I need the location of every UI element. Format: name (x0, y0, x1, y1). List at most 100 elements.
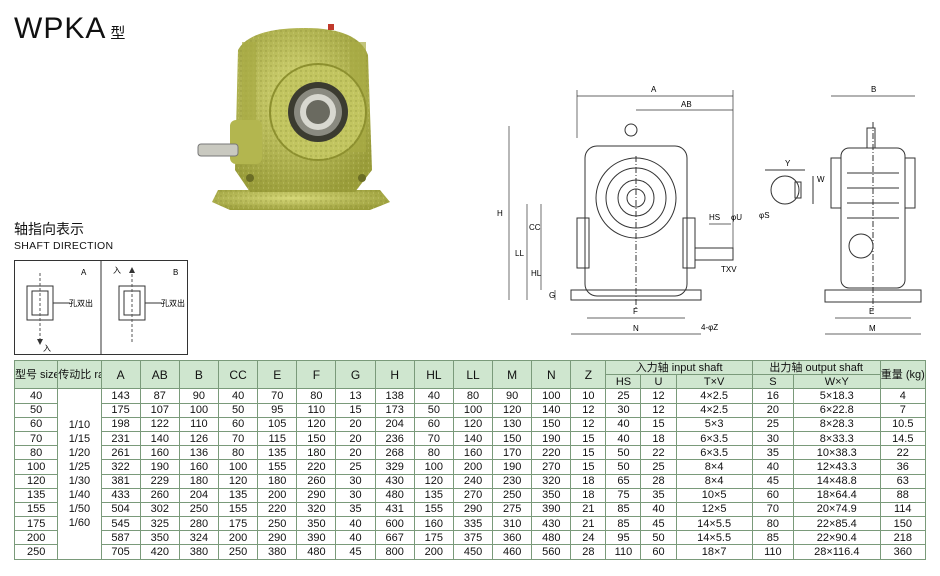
table-cell: 160 (413, 516, 454, 532)
table-cell: 260 (139, 487, 180, 503)
table-cell: 180 (178, 473, 220, 489)
table-cell: 480 (374, 487, 415, 503)
table-cell: 45 (640, 516, 677, 532)
table-cell: 95 (605, 530, 642, 546)
header-ratio: 传动比 ratio (57, 359, 102, 390)
table-cell: 50 (605, 459, 642, 475)
table-cell: 10×38.3 (793, 445, 881, 461)
table-cell: 100 (13, 459, 59, 475)
table-cell: 15 (640, 416, 677, 432)
header-B: B (178, 359, 220, 390)
table-cell: 40 (335, 516, 376, 532)
table-cell: 180 (296, 445, 337, 461)
table-cell: 350 (296, 516, 337, 532)
table-cell: 175 (217, 516, 259, 532)
table-cell: 70 (217, 430, 259, 447)
table-cell: 600 (374, 516, 415, 532)
table-cell: 180 (257, 473, 298, 489)
dim-HL: HL (531, 269, 542, 278)
table-cell: 140 (452, 430, 494, 447)
table-cell: 50 (605, 445, 642, 461)
table-cell: 50 (217, 402, 259, 418)
ratio-value: 1/30 (68, 475, 91, 487)
table-cell: 15 (570, 459, 607, 475)
variant-a-in: 入 (43, 344, 51, 353)
dim-H: H (497, 209, 503, 218)
table-cell: 261 (100, 445, 141, 461)
table-cell: 63 (879, 473, 927, 489)
table-cell: 430 (374, 473, 415, 489)
header-U: U (640, 374, 677, 390)
dim-S: φS (759, 211, 770, 220)
table-cell: 80 (751, 516, 795, 532)
table-cell: 110 (605, 544, 642, 560)
table-cell: 18 (640, 430, 677, 447)
table-cell: 190 (492, 459, 533, 475)
table-cell: 150 (531, 416, 572, 432)
model-name: WPKA (14, 12, 107, 45)
header-TxV: T×V (675, 374, 753, 390)
table-cell: 135 (13, 487, 59, 503)
table-cell: 175 (13, 516, 59, 532)
table-cell: 22 (879, 445, 927, 461)
header-HL: HL (413, 359, 454, 390)
table-cell: 220 (257, 501, 298, 518)
table-cell: 12×43.3 (793, 459, 881, 475)
table-cell: 30 (335, 473, 376, 489)
table-cell: 4×2.5 (675, 402, 753, 418)
variant-b-drawing (118, 267, 162, 343)
table-cell: 14×5.5 (675, 516, 753, 532)
table-cell: 204 (178, 487, 220, 503)
table-cell: 16 (751, 388, 795, 404)
table-cell: 40 (335, 530, 376, 546)
table-cell: 310 (492, 516, 533, 532)
table-cell: 100 (217, 459, 259, 475)
table-cell: 270 (452, 487, 494, 503)
table-cell: 45 (335, 544, 376, 560)
table-cell: 200 (217, 530, 259, 546)
table-cell: 8×4 (675, 459, 753, 475)
shaft-direction-cn: 轴指向表示 (14, 221, 84, 237)
table-cell: 360 (879, 544, 927, 560)
table-cell: 130 (492, 416, 533, 432)
table-cell: 420 (139, 544, 180, 560)
table-cell: 35 (751, 445, 795, 461)
table-cell: 320 (296, 501, 337, 518)
table-cell: 8×4 (675, 473, 753, 489)
dim-Y: Y (785, 159, 791, 168)
table-cell: 250 (178, 501, 220, 518)
table-cell: 143 (100, 388, 141, 404)
table-cell: 381 (100, 473, 141, 489)
header-S: S (751, 374, 795, 390)
table-cell: 380 (257, 544, 298, 560)
header-M: M (492, 359, 533, 390)
table-cell: 28 (570, 544, 607, 560)
table-cell: 290 (452, 501, 494, 518)
table-cell: 90 (492, 388, 533, 404)
table-cell: 290 (296, 487, 337, 503)
table-cell: 85 (605, 516, 642, 532)
table-cell: 36 (879, 459, 927, 475)
table-cell: 4×2.5 (675, 388, 753, 404)
table-cell: 6×3.5 (675, 445, 753, 461)
table-cell: 155 (257, 459, 298, 475)
table-cell: 8×28.3 (793, 416, 881, 432)
table-cell: 80 (296, 388, 337, 404)
table-cell: 12 (570, 402, 607, 418)
spec-table: 型号 size 传动比 ratio A AB B CC E F G H HL L… (13, 359, 927, 560)
table-cell: 160 (139, 445, 180, 461)
table-cell: 200 (13, 530, 59, 546)
table-cell: 230 (492, 473, 533, 489)
variant-b-letter: B (173, 268, 178, 277)
ratio-value: 1/10 (68, 419, 91, 431)
table-cell: 390 (531, 501, 572, 518)
table-cell: 14.5 (879, 430, 927, 447)
table-cell: 40 (605, 416, 642, 432)
table-cell: 87 (139, 388, 180, 404)
header-LL: LL (452, 359, 494, 390)
table-cell: 85 (605, 501, 642, 518)
table-cell: 433 (100, 487, 141, 503)
dim-E: E (869, 307, 874, 316)
